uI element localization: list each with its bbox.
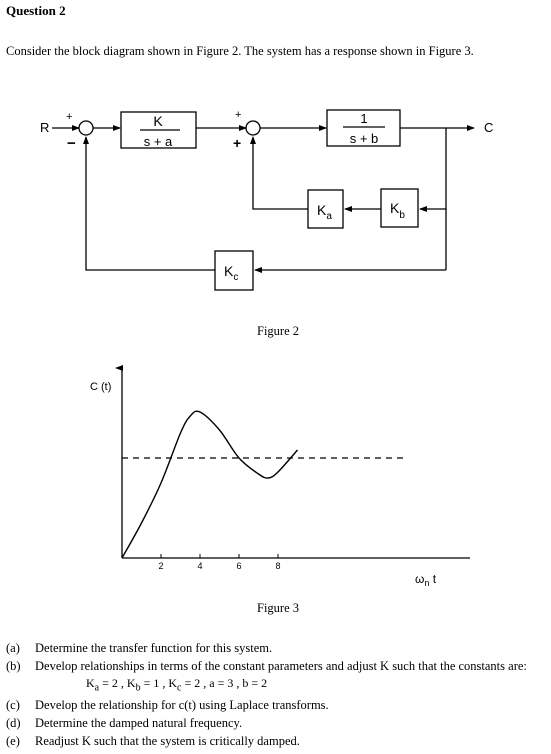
question-heading: Question 2: [6, 3, 66, 18]
block2-numerator: 1: [360, 111, 367, 126]
kc-label: Kc: [224, 263, 238, 283]
sum1-minus-sign: −: [67, 135, 76, 152]
block2-denominator: s + b: [350, 131, 379, 146]
input-label: R: [40, 120, 49, 135]
question-a: (a)Determine the transfer function for t…: [6, 641, 273, 655]
block1-denominator: s + a: [144, 134, 173, 149]
block1-numerator: K: [153, 113, 163, 129]
intro-text: Consider the block diagram shown in Figu…: [6, 44, 474, 58]
x-tick-label-4: 4: [197, 561, 202, 571]
response-plot: 2 4 6 8 C (t) ωn t: [90, 365, 470, 588]
block-kb: [380, 188, 419, 228]
figure3-caption: Figure 3: [257, 601, 300, 615]
block-1-over-s-plus-b: [326, 109, 401, 147]
question-b: (b)Develop relationships in terms of the…: [6, 659, 527, 673]
question-e: (e)Readjust K such that the system is cr…: [6, 734, 300, 748]
output-label: C: [484, 120, 493, 135]
kb-label: Kb: [390, 200, 405, 221]
inner-feedback-path: [419, 128, 447, 212]
question-d: (d)Determine the damped natural frequenc…: [6, 716, 243, 730]
sum2-plus-bottom: +: [233, 135, 241, 151]
x-axis-label: ωn t: [415, 572, 437, 588]
summing-junction-1: [78, 120, 94, 136]
sum1-plus-sign: +: [66, 111, 72, 123]
y-axis-label: C (t): [90, 381, 111, 393]
arrow-ka-to-sum2: [250, 136, 308, 210]
ka-label: Ka: [317, 202, 332, 222]
constants-line: Ka = 2 , Kb = 1 , Kc = 2 , a = 3 , b = 2: [86, 676, 268, 694]
x-tick-label-2: 2: [158, 561, 163, 571]
block-diagram: R C + − + + K s + a 1 s + b Ka Kb Kc: [40, 109, 493, 291]
question-c: (c)Develop the relationship for c(t) usi…: [6, 698, 329, 712]
block-k-over-s-plus-a: [120, 111, 197, 149]
x-tick-label-8: 8: [275, 561, 280, 571]
figure2-caption: Figure 2: [257, 324, 300, 338]
sum2-plus-top: +: [235, 109, 241, 121]
arrow-kc-to-sum1: [83, 136, 215, 271]
summing-junction-2: [245, 120, 261, 136]
x-tick-label-6: 6: [236, 561, 241, 571]
block-kc: [214, 250, 254, 291]
response-curve: [121, 410, 299, 559]
